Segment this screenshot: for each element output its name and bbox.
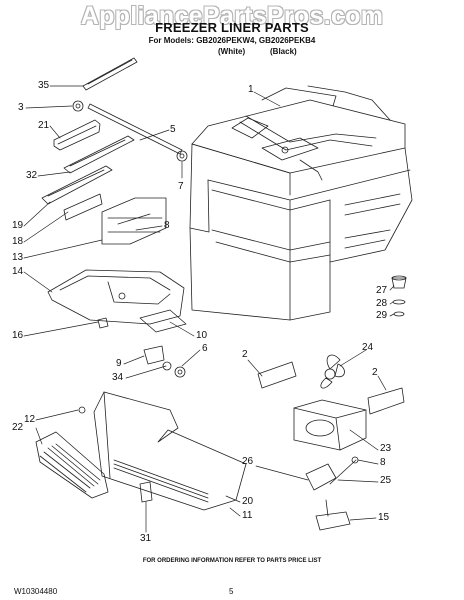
bracket-21-drawing [53, 119, 101, 151]
pad-10-drawing [139, 309, 187, 333]
callout-10: 10 [196, 330, 208, 341]
callout-5: 5 [170, 124, 176, 135]
callout-24: 24 [362, 342, 374, 353]
page-number: 5 [229, 587, 234, 596]
callout-29: 29 [376, 310, 388, 321]
wheel-3-drawing [72, 100, 84, 112]
callout-18: 18 [12, 236, 24, 247]
plate-13-drawing [101, 197, 167, 245]
grille-22-drawing [35, 431, 109, 499]
fan-housing-23-drawing [293, 399, 367, 451]
rail-32-drawing [63, 135, 135, 174]
callout-1: 1 [248, 84, 254, 95]
watermark: AppliancePartsPros.com [80, 2, 384, 30]
freezer-liner-drawing [189, 85, 413, 321]
ordering-info-note: FOR ORDERING INFORMATION REFER TO PARTS … [142, 558, 322, 564]
callout-19: 19 [12, 220, 24, 231]
callout-7: 7 [178, 181, 184, 192]
callout-8-upper: 8 [164, 220, 170, 231]
callout-31: 31 [140, 533, 152, 544]
callout-11: 11 [242, 510, 253, 521]
duct-panel-11-drawing [93, 391, 247, 511]
document-number: W10304480 [14, 587, 58, 596]
callout-23: 23 [380, 443, 392, 454]
callout-21: 21 [38, 120, 50, 131]
insulation-2-drawing [257, 361, 405, 415]
callout-32: 32 [26, 170, 38, 181]
rail-35-drawing [82, 57, 138, 91]
leader-lines [23, 85, 395, 533]
bracket-18-drawing [63, 193, 103, 221]
callout-16: 16 [12, 330, 24, 341]
models-line: For Models: GB2026PEKW4, GB2026PEKB4 [148, 36, 316, 45]
motor-parts-drawing [143, 345, 186, 378]
bracket-15-drawing [315, 499, 351, 531]
callout-27: 27 [376, 285, 388, 296]
model-color-white: (White) [218, 47, 246, 56]
callout-2-right: 2 [372, 367, 378, 378]
callout-3: 3 [18, 102, 24, 113]
cover-14-drawing [47, 269, 185, 325]
callout-12: 12 [24, 414, 36, 425]
callout-15: 15 [378, 512, 390, 523]
callout-26: 26 [242, 456, 254, 467]
callout-2-left: 2 [242, 349, 248, 360]
knob-7-drawing [176, 150, 188, 162]
track-19-drawing [41, 165, 113, 205]
clip-16-drawing [97, 317, 109, 329]
callout-25: 25 [380, 475, 392, 486]
screw-12-drawing [78, 406, 86, 414]
callout-13: 13 [12, 252, 24, 263]
callout-28: 28 [376, 298, 388, 309]
screw-8b-drawing [351, 456, 359, 464]
callout-22: 22 [12, 422, 24, 433]
callout-34: 34 [112, 372, 124, 383]
callout-8-lower: 8 [380, 457, 386, 468]
callout-14: 14 [12, 266, 24, 277]
model-color-black: (Black) [270, 47, 297, 56]
motor-26-drawing [305, 459, 357, 491]
callout-35: 35 [38, 80, 50, 91]
callout-9: 9 [116, 358, 122, 369]
fan-24-drawing [320, 354, 345, 389]
callout-6: 6 [202, 343, 208, 354]
part-31-drawing [139, 481, 153, 503]
callout-20: 20 [242, 496, 254, 507]
shaft-5-drawing [87, 103, 183, 155]
parts-27-29-drawing [391, 275, 407, 317]
page-title: FREEZER LINER PARTS [155, 20, 309, 35]
